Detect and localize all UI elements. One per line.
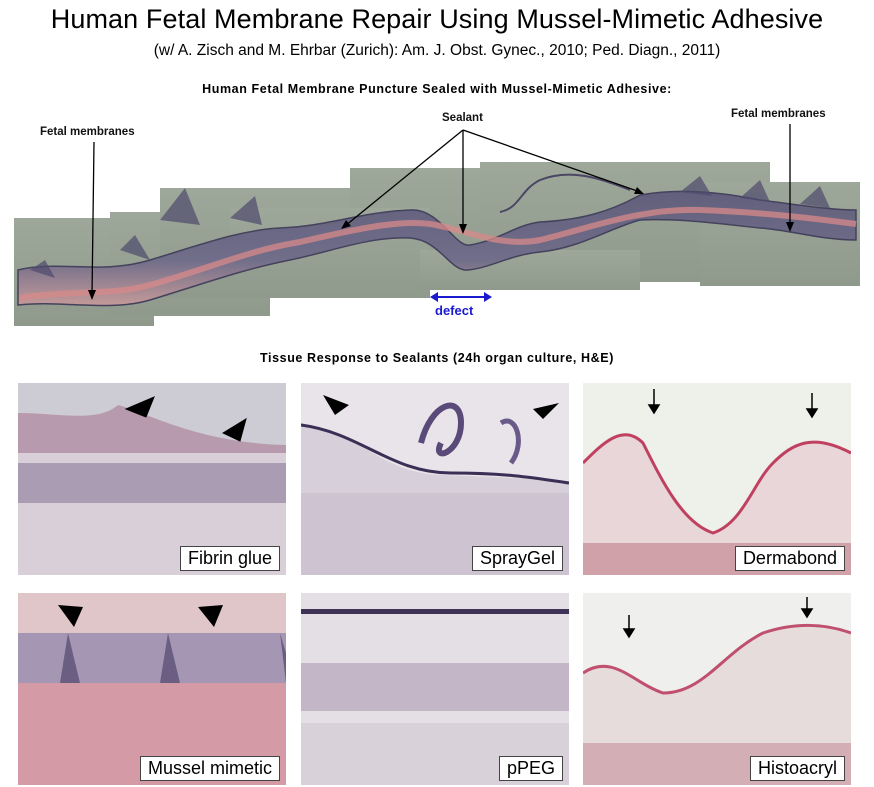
tissue-layer: [19, 206, 857, 301]
micrograph-fibrin-glue: Fibrin glue: [18, 383, 286, 575]
membrane-folds: [30, 176, 830, 278]
tissue-response-section-title: Tissue Response to Sealants (24h organ c…: [260, 351, 614, 365]
panel-label: Histoacryl: [749, 756, 845, 781]
citation-subtitle: (w/ A. Zisch and M. Ehrbar (Zurich): Am.…: [153, 42, 721, 59]
panel-label: Dermabond: [734, 546, 845, 571]
page-title: Human Fetal Membrane Repair Using Mussel…: [50, 4, 824, 34]
fetal-membrane-strip: [17, 190, 857, 307]
panel-label: Mussel mimetic: [139, 756, 280, 781]
micrograph-mussel-mimetic: Mussel mimetic: [18, 593, 286, 785]
micrograph-dermabond: Dermabond: [583, 383, 851, 575]
panel-label: pPEG: [498, 756, 563, 781]
panel-label: SprayGel: [471, 546, 563, 571]
micrograph-histoacryl: Histoacryl: [583, 593, 851, 785]
membrane-panorama-image: Fetal membranes Sealant Fetal membranes …: [14, 108, 860, 326]
panel-label: Fibrin glue: [179, 546, 280, 571]
panorama-section-title: Human Fetal Membrane Puncture Sealed wit…: [202, 82, 672, 96]
membrane-strand: [499, 173, 631, 213]
micrograph-spraygel: SprayGel: [301, 383, 569, 575]
label-fetal-membranes-left: Fetal membranes: [40, 126, 135, 138]
label-fetal-membranes-right: Fetal membranes: [731, 108, 826, 120]
label-sealant: Sealant: [442, 112, 483, 124]
annotation-arrows: [91, 124, 791, 297]
micrograph-ppeg: pPEG: [301, 593, 569, 785]
label-defect: defect: [435, 303, 474, 318]
defect-arrow: [430, 292, 492, 302]
arrowheads: [88, 187, 794, 300]
